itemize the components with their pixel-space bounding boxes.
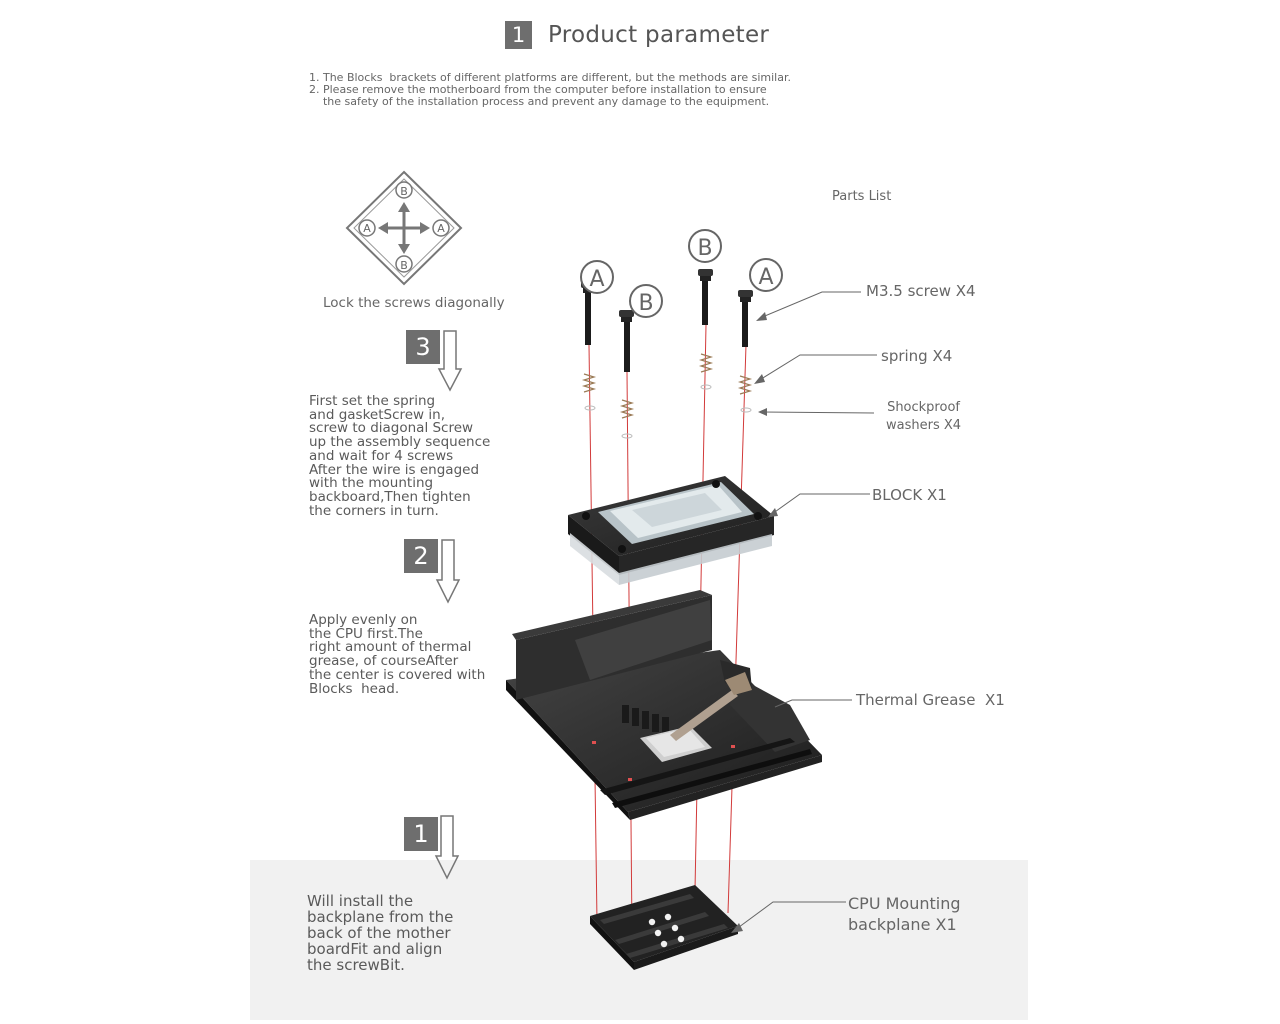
arrow-right-icon [420, 222, 430, 234]
lock-marker-b-top: B [400, 185, 408, 198]
arrow-left-icon [378, 222, 388, 234]
page-title: Product parameter [548, 22, 770, 48]
installation-notes: 1. The Blocks brackets of different plat… [309, 72, 791, 108]
lock-marker-a-left: A [363, 222, 371, 235]
cpu-backplane [590, 885, 738, 970]
callout-a-left: A [589, 267, 604, 292]
washers [584, 384, 752, 439]
springs [581, 353, 753, 419]
down-arrow-icon [434, 815, 460, 880]
down-arrow-icon [435, 539, 461, 604]
screw-b-right [698, 269, 713, 325]
note-line-2: 2. Please remove the motherboard from th… [309, 83, 767, 96]
label-thermal-grease: Thermal Grease X1 [856, 691, 1005, 709]
callout-b-left: B [638, 291, 653, 316]
label-washers: Shockproof washers X4 [886, 400, 962, 433]
label-spring: spring X4 [881, 347, 953, 365]
callout-letters: A B B A [580, 229, 783, 318]
label-block: BLOCK X1 [872, 486, 947, 504]
screw-a-right [738, 290, 753, 347]
screw-b-left [619, 310, 634, 372]
lock-marker-a-right: A [437, 222, 445, 235]
step-3-badge: 3 [406, 330, 440, 364]
callout-b-right: B [697, 236, 712, 261]
lock-marker-b-bottom: B [400, 259, 408, 272]
lock-diagram: B B A A [345, 170, 463, 286]
step-3-text: First set the spring and gasketScrew in,… [309, 393, 491, 519]
parts-list-title: Parts List [832, 189, 892, 204]
step-2-text: Apply evenly on the CPU first.The right … [309, 612, 486, 697]
step-2-badge: 2 [404, 539, 438, 573]
arrow-down-icon [398, 244, 410, 254]
label-screw: M3.5 screw X4 [866, 282, 976, 300]
thermal-grease-syringe [670, 690, 738, 741]
leader-lines [734, 291, 877, 931]
motherboard [506, 590, 822, 820]
down-arrow-icon [437, 330, 463, 392]
callout-a-right: A [758, 265, 773, 290]
water-block [568, 476, 774, 585]
note-line-1: 1. The Blocks brackets of different plat… [309, 71, 791, 84]
step-1-text: Will install the backplane from the back… [307, 892, 454, 974]
step-1-badge: 1 [404, 817, 438, 851]
step-arrows [434, 330, 463, 880]
header-step-badge: 1 [505, 21, 532, 49]
lock-diagram-caption: Lock the screws diagonally [323, 295, 505, 311]
note-line-3: the safety of the installation process a… [309, 95, 770, 108]
leader-arrowheads [731, 312, 778, 933]
arrow-up-icon [398, 202, 410, 212]
label-backplane: CPU Mounting backplane X1 [848, 894, 961, 934]
